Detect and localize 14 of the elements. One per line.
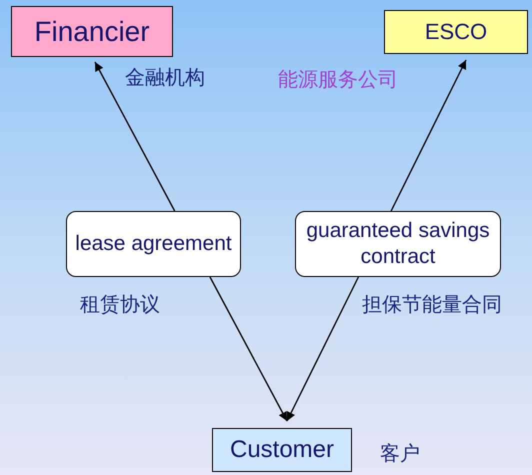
agreement-box: guaranteed savings contract — [295, 211, 501, 277]
arrow — [286, 276, 360, 422]
chinese-label: 客户 — [380, 440, 420, 467]
arrow — [94, 62, 176, 212]
party-box: Financier — [11, 6, 173, 57]
chinese-label: 金融机构 — [125, 64, 205, 91]
chinese-label: 能源服务公司 — [278, 66, 398, 93]
arrow — [390, 60, 467, 212]
party-box: ESCO — [384, 10, 528, 54]
arrow — [209, 276, 288, 422]
party-box: Customer — [212, 428, 352, 472]
chinese-label: 租赁协议 — [80, 291, 160, 318]
chinese-label: 担保节能量合同 — [362, 291, 502, 318]
agreement-box: lease agreement — [66, 211, 241, 277]
